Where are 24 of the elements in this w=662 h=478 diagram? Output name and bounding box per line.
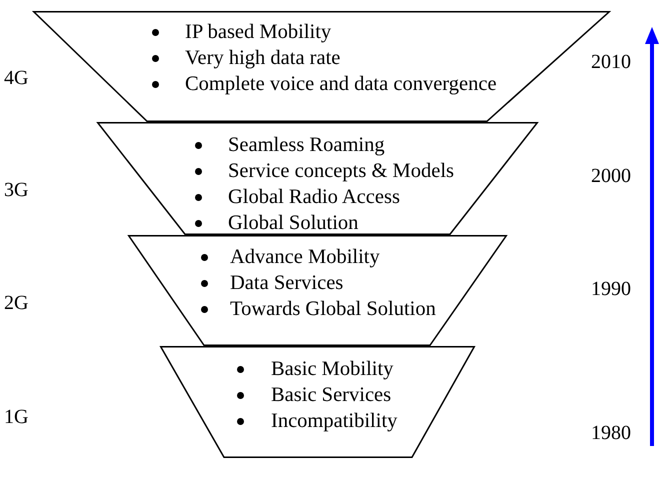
list-item: Incompatibility: [271, 410, 398, 432]
list-item: Seamless Roaming: [228, 134, 385, 156]
list-item: Global Radio Access: [228, 186, 400, 208]
generation-label: 4G: [4, 66, 28, 90]
list-item: Advance Mobility: [230, 246, 380, 268]
generation-label: 2G: [4, 292, 28, 314]
year-label: 1990: [591, 278, 631, 300]
list-item: Basic Services: [271, 384, 392, 406]
funnel-tier: [160, 346, 475, 458]
funnel-tier: [97, 122, 538, 235]
list-item: Very high data rate: [185, 46, 340, 70]
generation-label: 3G: [4, 178, 28, 202]
list-item: Towards Global Solution: [230, 298, 436, 320]
year-label: 1980: [591, 422, 631, 444]
funnel-tier: [128, 235, 507, 346]
year-label: 2000: [591, 164, 631, 188]
year-label: 2010: [591, 50, 631, 74]
list-item: Complete voice and data convergence: [185, 72, 497, 96]
list-item: Data Services: [230, 272, 344, 294]
list-item: IP based Mobility: [185, 20, 332, 44]
generation-label: 1G: [4, 406, 28, 428]
list-item: Basic Mobility: [271, 358, 394, 380]
list-item: Global Solution: [228, 212, 358, 234]
list-item: Service concepts & Models: [228, 160, 454, 182]
